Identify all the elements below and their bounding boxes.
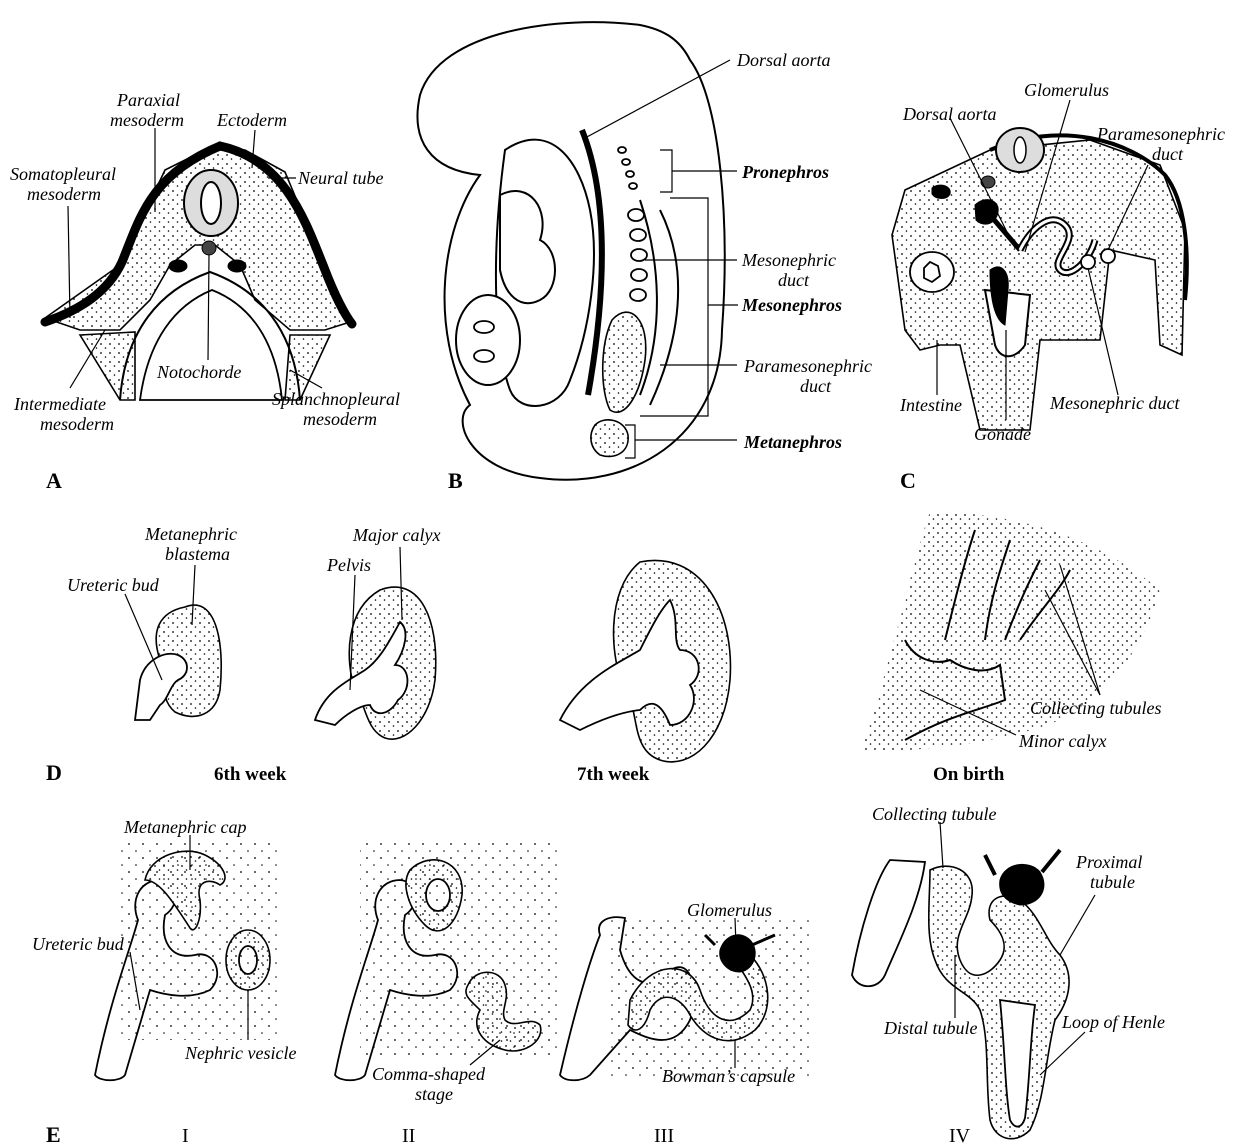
notochorde <box>202 241 216 255</box>
pronephros-tubules <box>618 147 637 189</box>
label-d-metanephric-2: blastema <box>165 544 230 564</box>
panel-b: Dorsal aorta Pronephros Mesonephric duct… <box>418 22 872 493</box>
panel-d: Metanephric blastema Ureteric bud Major … <box>46 512 1161 785</box>
stage-6th-week: 6th week <box>214 764 287 785</box>
label-e-loop-henle: Loop of Henle <box>1061 1012 1165 1032</box>
mesonephros-tubules <box>628 209 647 301</box>
stage-roman-1: I <box>182 1125 189 1144</box>
e1-mesenchyme <box>120 840 280 1040</box>
label-e-proximal-2: tubule <box>1090 872 1135 892</box>
label-e-bowman: Bowman’s capsule <box>662 1066 795 1086</box>
label-neural-tube: Neural tube <box>297 168 384 188</box>
dorsal-aorta-right <box>228 260 246 272</box>
label-metanephros: Metanephros <box>743 432 842 452</box>
label-e-proximal-1: Proximal <box>1075 852 1142 872</box>
label-b-paramesonephric-1: Paramesonephric <box>743 356 872 376</box>
label-c-paramesonephric-1: Paramesonephric <box>1096 124 1225 144</box>
heart-region <box>500 191 555 303</box>
label-c-mesonephric-duct: Mesonephric duct <box>1049 393 1180 413</box>
coelom-inner <box>140 290 282 400</box>
label-e-ureteric-bud: Ureteric bud <box>32 934 125 954</box>
label-c-intestine: Intestine <box>899 395 962 415</box>
label-d-collecting-tubules: Collecting tubules <box>1030 698 1161 718</box>
stage-roman-2: II <box>402 1125 415 1144</box>
umbilical-vessel-2 <box>474 350 494 362</box>
label-notochorde: Notochorde <box>156 362 241 382</box>
label-intermediate-2: mesoderm <box>40 414 114 434</box>
label-b-paramesonephric-2: duct <box>800 376 832 396</box>
label-e-nephric-vesicle: Nephric vesicle <box>184 1043 296 1063</box>
c-notochord <box>981 176 995 188</box>
label-b-mesonephric-1: Mesonephric <box>741 250 836 270</box>
label-mesonephros: Mesonephros <box>741 295 842 315</box>
c-dorsal-aorta-left <box>932 185 950 198</box>
intermediate-mesoderm <box>80 332 135 400</box>
e2-mesenchyme <box>360 840 560 1060</box>
e3-mesenchyme <box>610 920 810 1080</box>
label-b-mesonephric-2: duct <box>778 270 810 290</box>
label-e-glomerulus: Glomerulus <box>687 900 772 920</box>
label-d-ureteric-bud: Ureteric bud <box>67 575 160 595</box>
embryo-outline <box>418 22 725 480</box>
label-paraxial-2: mesoderm <box>110 110 184 130</box>
label-somatopleural-1: Somatopleural <box>10 164 116 184</box>
e4-collecting-tubule <box>852 860 925 986</box>
label-e-collecting-tubule: Collecting tubule <box>872 804 996 824</box>
stage-roman-4: IV <box>949 1125 971 1144</box>
metanephros-bud <box>591 420 628 457</box>
c-mesonephric-duct <box>1081 255 1095 269</box>
label-d-minor-calyx: Minor calyx <box>1018 731 1106 751</box>
label-ectoderm: Ectoderm <box>216 110 287 130</box>
label-e-comma-1: Comma-shaped <box>372 1064 486 1084</box>
stage-7th-week: 7th week <box>577 764 650 785</box>
e4-glomerulus <box>1000 864 1044 905</box>
label-c-paramesonephric-2: duct <box>1152 144 1184 164</box>
label-c-glomerulus: Glomerulus <box>1024 80 1109 100</box>
label-somatopleural-2: mesoderm <box>27 184 101 204</box>
label-intermediate-1: Intermediate <box>13 394 106 414</box>
label-d-major-calyx: Major calyx <box>352 525 440 545</box>
stage-on-birth: On birth <box>933 764 1005 785</box>
metanephros-mass <box>603 312 646 412</box>
panel-a: Paraxial mesoderm Ectoderm Somatopleural… <box>10 90 400 493</box>
label-c-gonade: Gonade <box>974 424 1031 444</box>
e4-nephron <box>929 866 1069 1139</box>
label-c-dorsal-aorta: Dorsal aorta <box>902 104 997 124</box>
panel-letter-a: A <box>46 468 62 493</box>
c-neural-canal <box>1014 137 1026 163</box>
panel-e: Metanephric cap Ureteric bud Nephric ves… <box>32 804 1165 1144</box>
label-paraxial-1: Paraxial <box>116 90 180 110</box>
umbilical-stalk <box>456 295 520 385</box>
label-pronephros: Pronephros <box>741 162 829 182</box>
panel-letter-b: B <box>448 468 463 493</box>
dorsal-aorta-left <box>169 260 187 272</box>
panel-letter-c: C <box>900 468 916 493</box>
label-e-comma-2: stage <box>415 1084 453 1104</box>
label-d-metanephric-1: Metanephric <box>144 524 237 544</box>
c-paramesonephric-duct <box>1101 249 1115 263</box>
dorsal-aorta-b <box>582 130 602 395</box>
paramesonephric-duct-b <box>650 210 678 405</box>
label-splanchnopleural-2: mesoderm <box>303 409 377 429</box>
umbilical-vessel-1 <box>474 321 494 333</box>
panel-c: Glomerulus Dorsal aorta Paramesonephric … <box>892 80 1225 493</box>
stage-roman-3: III <box>654 1125 674 1144</box>
label-d-pelvis: Pelvis <box>326 555 371 575</box>
label-b-dorsal-aorta: Dorsal aorta <box>736 50 831 70</box>
label-e-distal-tubule: Distal tubule <box>883 1018 978 1038</box>
panel-letter-e: E <box>46 1122 61 1144</box>
label-splanchnopleural-1: Splanchnopleural <box>272 389 400 409</box>
panel-letter-d: D <box>46 760 62 785</box>
label-e-metanephric-cap: Metanephric cap <box>123 817 246 837</box>
neural-canal <box>201 182 221 224</box>
